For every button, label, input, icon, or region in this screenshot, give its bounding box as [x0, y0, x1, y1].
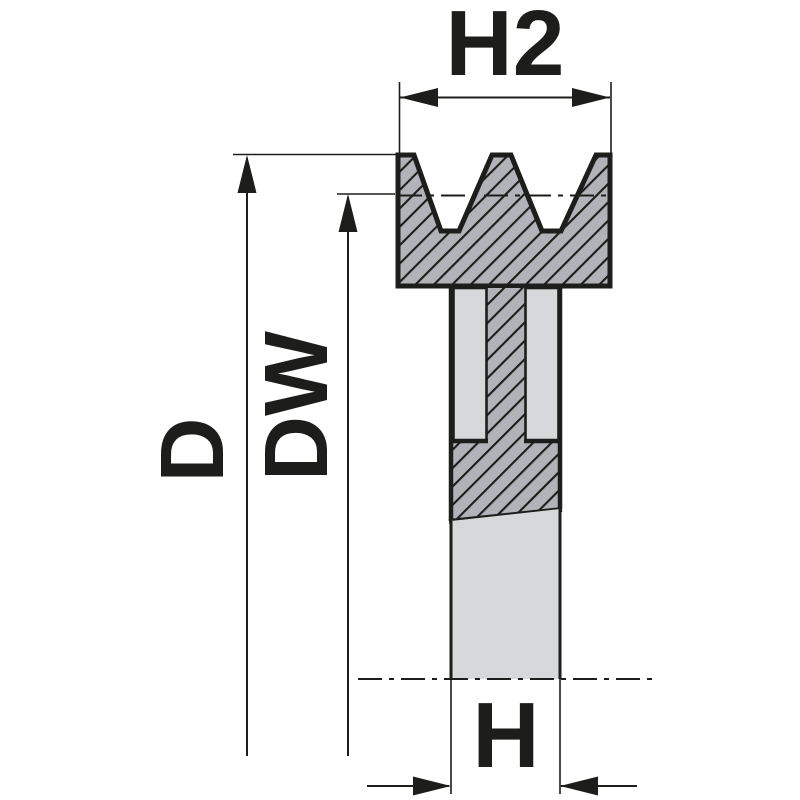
- h2-arrowhead-right: [572, 88, 610, 107]
- dimension-d: D: [143, 153, 398, 756]
- label-h2: H2: [446, 0, 565, 95]
- grooved-rim-section: [395, 152, 613, 289]
- right-relief-slot: [524, 286, 560, 443]
- h-arrowhead-left: [413, 776, 451, 796]
- dimension-h: H: [367, 679, 637, 796]
- label-dw: DW: [247, 331, 347, 481]
- h2-arrowhead-left: [400, 88, 438, 107]
- label-d: D: [143, 418, 243, 483]
- left-relief-slot: [452, 286, 488, 443]
- d-arrowhead: [237, 155, 257, 193]
- h-arrowhead-right: [560, 776, 598, 796]
- label-h: H: [472, 683, 539, 787]
- dw-arrowhead: [338, 194, 358, 232]
- dimension-dw: DW: [247, 193, 395, 756]
- shaft-surface: [451, 509, 560, 679]
- dimension-h2: H2: [398, 0, 612, 153]
- pulley-cross-section: [395, 152, 613, 679]
- centerlines: [358, 194, 652, 680]
